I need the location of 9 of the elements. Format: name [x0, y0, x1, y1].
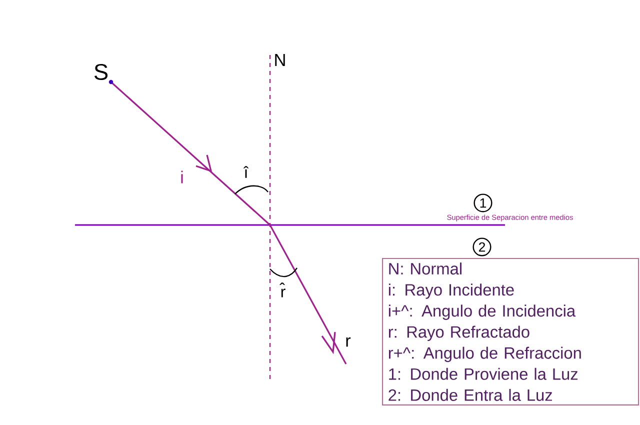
circled-number: 2: [472, 238, 492, 256]
ray-label: r: [346, 337, 351, 347]
angle-label: r̂: [280, 282, 286, 298]
ray-label: i: [181, 170, 183, 184]
normal-label: N: [275, 54, 285, 66]
key-box: N: Normal i: Rayo Incidente i+^: Angulo de Incidencia r: Rayo Refractado r+^: Angulo de Refraccion 1: Donde Proviene la Luz 2: Donde Entra la Luz: [382, 258, 640, 406]
angle-label: î: [243, 166, 249, 178]
source-label: S: [94, 64, 108, 80]
circled-number: 1: [474, 194, 492, 212]
